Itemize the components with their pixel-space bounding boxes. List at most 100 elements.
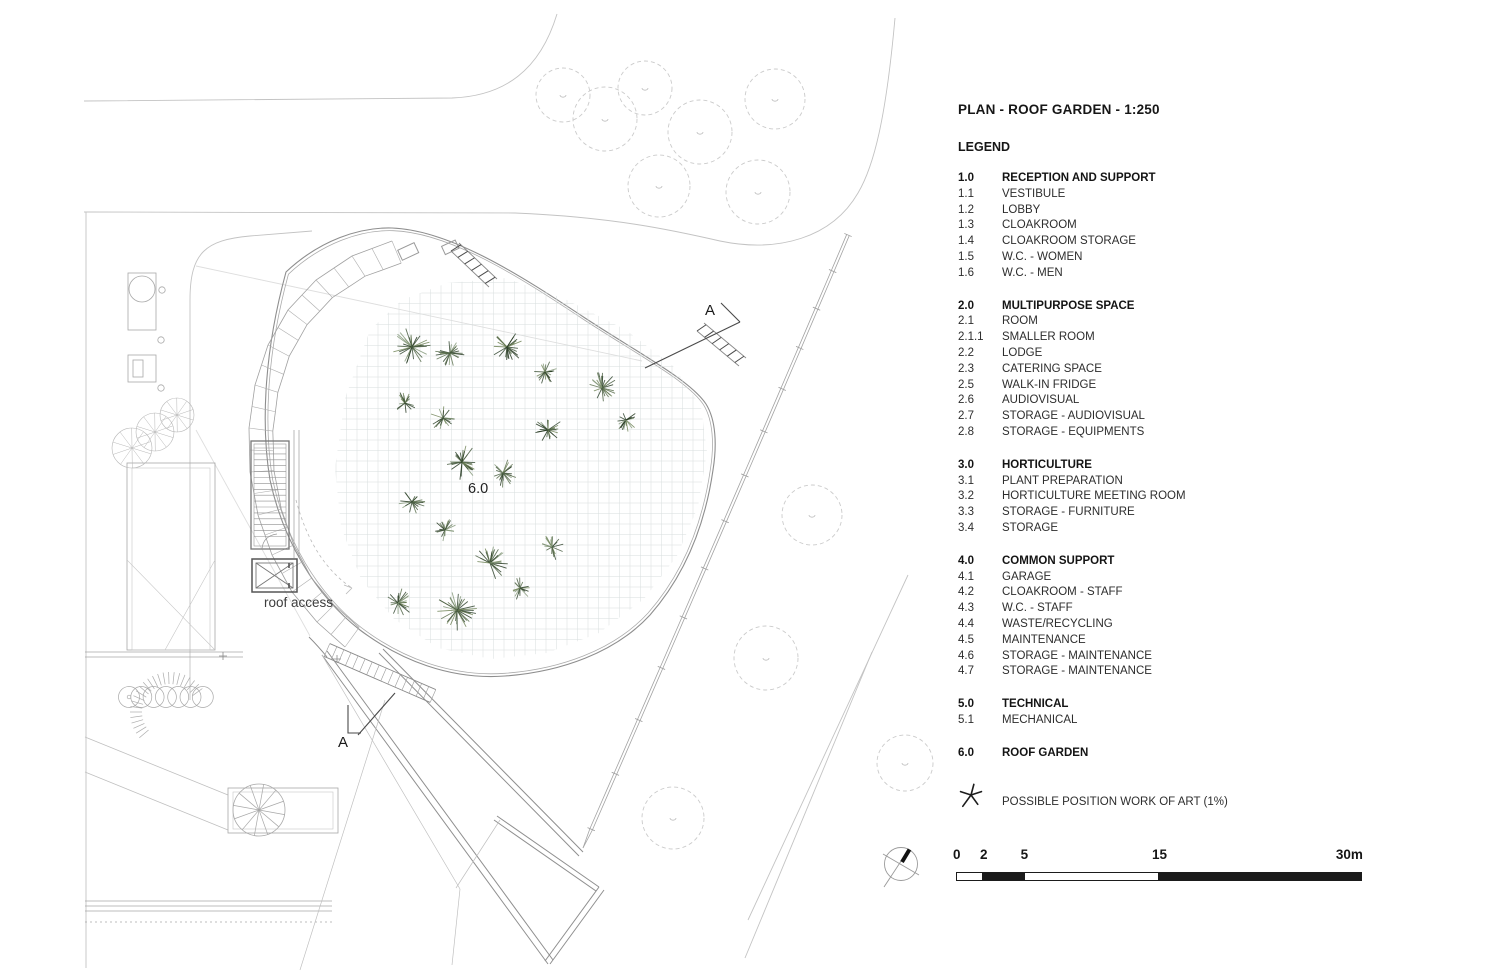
legend-item-code: 2.1.1 bbox=[958, 331, 984, 344]
legend-item-label: LODGE bbox=[1002, 346, 1043, 359]
legend-item-code: 4.1 bbox=[958, 570, 974, 583]
legend-item-label: ROOM bbox=[1002, 315, 1038, 328]
legend-item-label: MULTIPURPOSE SPACE bbox=[1002, 299, 1135, 312]
legend-item-code: 2.6 bbox=[958, 394, 974, 407]
legend-item-label: VESTIBULE bbox=[1002, 187, 1066, 200]
legend-item: 3.2 HORTICULTURE MEETING ROOM bbox=[958, 489, 1428, 505]
garden-paving-grid bbox=[335, 278, 707, 659]
legend-item-label: CATERING SPACE bbox=[1002, 362, 1102, 375]
scale-bar-label: 0 bbox=[953, 847, 961, 862]
legend-item: 5.1 MECHANICAL bbox=[958, 713, 1428, 729]
legend-item-code: 4.6 bbox=[958, 649, 974, 662]
legend-item: 2.6 AUDIOVISUAL bbox=[958, 393, 1428, 409]
legend-item-code: 1.3 bbox=[958, 219, 974, 232]
elevator bbox=[251, 558, 298, 593]
legend-item: 3.3 STORAGE - FURNITURE bbox=[958, 505, 1428, 521]
annotations: A A 6.0 roof access bbox=[264, 302, 741, 751]
legend-item-code: 4.7 bbox=[958, 665, 974, 678]
legend-item-label: STORAGE bbox=[1002, 521, 1059, 534]
section-line-top bbox=[644, 302, 741, 369]
scale-bar-segment bbox=[956, 872, 984, 881]
legend-item-code: 1.4 bbox=[958, 235, 974, 248]
section-marker-bottom-label: A bbox=[338, 734, 348, 751]
north-arrow-icon bbox=[882, 847, 920, 888]
legend-item: 2.1.1 SMALLER ROOM bbox=[958, 330, 1428, 346]
work-of-art-note: POSSIBLE POSITION WORK OF ART (1%) bbox=[1002, 796, 1228, 808]
legend-item-code: 1.6 bbox=[958, 266, 974, 279]
legend-item-code: 2.1 bbox=[958, 315, 974, 328]
scale-bar bbox=[956, 872, 1362, 881]
legend-item-label: STORAGE - AUDIOVISUAL bbox=[1002, 410, 1145, 423]
scale-bar-label: 15 bbox=[1151, 847, 1167, 862]
legend-item-code: 4.4 bbox=[958, 617, 974, 630]
legend-item-code: 1.5 bbox=[958, 250, 974, 263]
legend-item-label: W.C. - MEN bbox=[1002, 266, 1063, 279]
legend-item-label: TECHNICAL bbox=[1002, 698, 1069, 711]
legend-item-label: COMMON SUPPORT bbox=[1002, 554, 1115, 567]
street-lines bbox=[83, 13, 909, 968]
legend-group-header: 3.0 HORTICULTURE bbox=[958, 458, 1428, 474]
legend-item-code: 1.0 bbox=[958, 172, 974, 184]
legend-item-label: STORAGE - FURNITURE bbox=[1002, 506, 1135, 519]
legend-item-label: SMALLER ROOM bbox=[1002, 331, 1095, 344]
legend-item-label: W.C. - STAFF bbox=[1002, 602, 1073, 615]
legend-item: 1.3 CLOAKROOM bbox=[958, 218, 1428, 234]
legend-item: 1.1 VESTIBULE bbox=[958, 187, 1428, 203]
legend-item-label: CLOAKROOM bbox=[1002, 219, 1077, 232]
existing-tree-canopies bbox=[535, 60, 934, 850]
legend-item-code: 3.0 bbox=[958, 458, 974, 471]
legend-heading: LEGEND bbox=[958, 140, 1011, 154]
legend-item: 1.6 W.C. - MEN bbox=[958, 266, 1428, 282]
tree-trunk-marks bbox=[559, 87, 909, 821]
scale-bar-segment bbox=[1158, 872, 1362, 881]
legend-item-code: 2.8 bbox=[958, 425, 974, 438]
legend-item-label: AUDIOVISUAL bbox=[1002, 394, 1080, 407]
legend-item-label: CLOAKROOM STORAGE bbox=[1002, 235, 1136, 248]
legend-item-code: 3.2 bbox=[958, 490, 974, 503]
legend-item-label: GARAGE bbox=[1002, 570, 1052, 583]
legend-item-label: CLOAKROOM - STAFF bbox=[1002, 586, 1123, 599]
legend-item-label: STORAGE - MAINTENANCE bbox=[1002, 649, 1152, 662]
garden-grass-tufts bbox=[387, 328, 636, 631]
legend-item-code: 1.1 bbox=[958, 187, 974, 200]
legend-item-code: 2.7 bbox=[958, 410, 974, 423]
legend-item-label: LOBBY bbox=[1002, 203, 1041, 216]
legend-item-code: 2.3 bbox=[958, 362, 974, 375]
roof-features bbox=[250, 239, 747, 703]
bridge-crossing-nw bbox=[450, 242, 498, 288]
scale-bar-label: 5 bbox=[1020, 847, 1029, 862]
legend-item-label: HORTICULTURE MEETING ROOM bbox=[1002, 490, 1186, 503]
legend-item-label: PLANT PREPARATION bbox=[1002, 474, 1123, 487]
legend-item-label: WASTE/RECYCLING bbox=[1002, 617, 1113, 630]
legend-item-label: ROOF GARDEN bbox=[1002, 746, 1089, 759]
access-stair-ramp bbox=[308, 636, 437, 703]
bridge-crossing-ne bbox=[696, 322, 747, 367]
legend-item-code: 3.3 bbox=[958, 506, 974, 519]
adjacent-building-linework bbox=[84, 272, 605, 971]
legend-item: 4.6 STORAGE - MAINTENANCE bbox=[958, 649, 1428, 665]
legend-item-code: 4.5 bbox=[958, 633, 974, 646]
legend-item: 1.4 CLOAKROOM STORAGE bbox=[958, 234, 1428, 250]
circulation-arrow bbox=[295, 499, 353, 589]
legend-item-label: HORTICULTURE bbox=[1002, 458, 1092, 471]
roof-access-label: roof access bbox=[264, 595, 333, 610]
legend-item: 2.1 ROOM bbox=[958, 314, 1428, 330]
legend-item-code: 4.0 bbox=[958, 554, 974, 567]
legend-item-code: 5.1 bbox=[958, 713, 974, 726]
legend-item-code: 2.5 bbox=[958, 378, 974, 391]
legend-item-label: WALK-IN FRIDGE bbox=[1002, 378, 1097, 391]
legend-item-label: MECHANICAL bbox=[1002, 713, 1078, 726]
